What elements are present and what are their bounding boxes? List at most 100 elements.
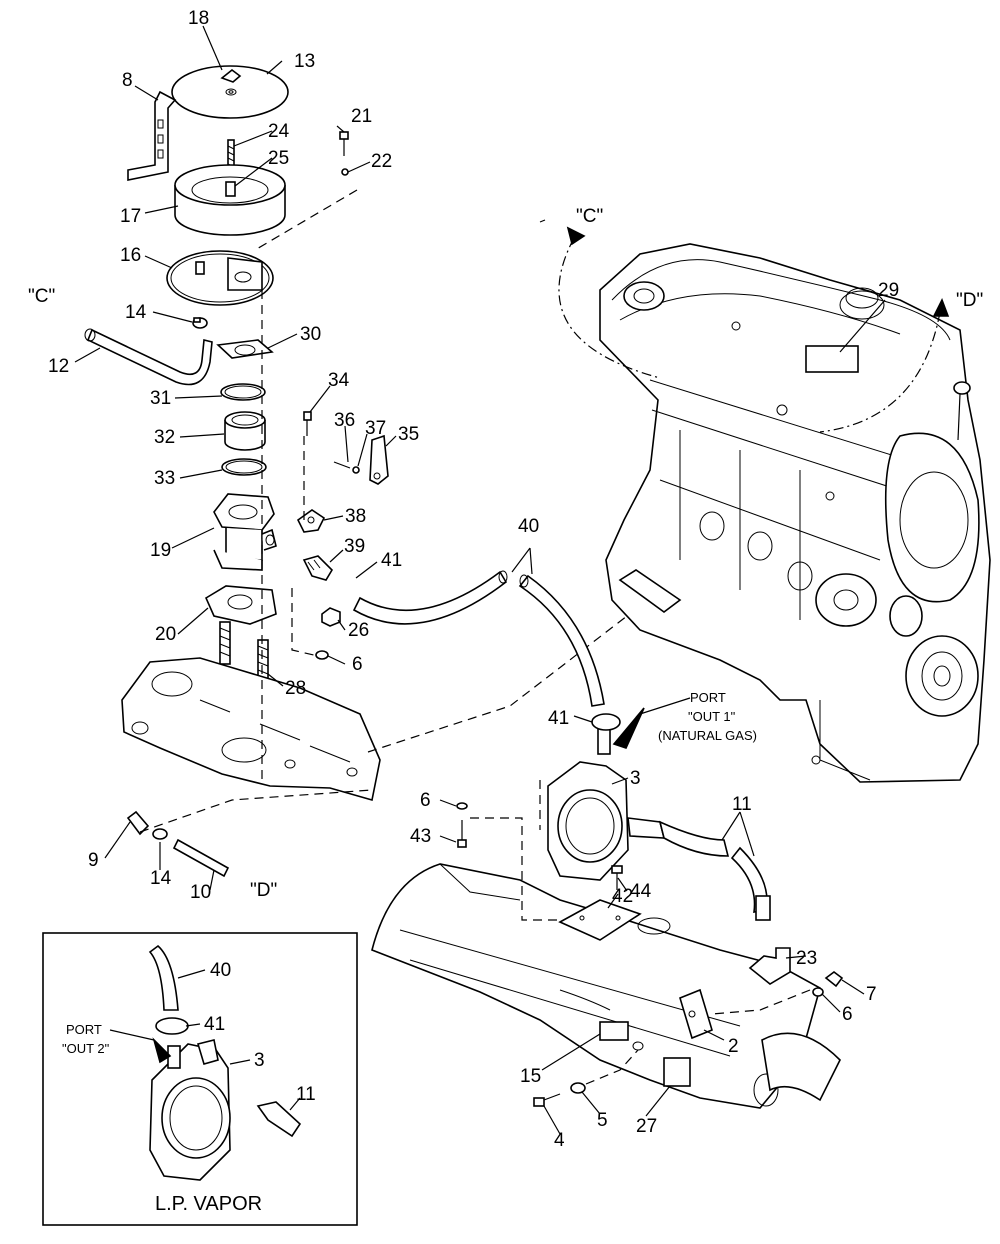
callout-25: 25 xyxy=(268,148,289,169)
callout-32: 32 xyxy=(154,427,175,448)
inset-clamp-41 xyxy=(155,1017,189,1035)
callout-22: 22 xyxy=(371,151,392,172)
callout-6a: 6 xyxy=(352,654,363,675)
hose-11 xyxy=(658,820,771,921)
fitting-39 xyxy=(302,555,334,581)
throttle-shaft-38 xyxy=(296,509,326,533)
callout-41a: 41 xyxy=(381,550,402,571)
callout-15: 15 xyxy=(520,1066,541,1087)
callout-28: 28 xyxy=(285,678,306,699)
bolt-4 xyxy=(533,1093,561,1107)
callout-11a: 11 xyxy=(732,794,752,815)
hose-10 xyxy=(172,838,230,878)
ref-c-left: "C" xyxy=(28,286,55,307)
callout-21: 21 xyxy=(351,106,372,127)
inset-hose-40 xyxy=(148,944,179,1011)
callout-2: 2 xyxy=(728,1036,739,1057)
bracket-2 xyxy=(679,988,713,1040)
screw-21 xyxy=(339,131,349,176)
mixer-body xyxy=(213,493,277,571)
callout-36: 36 xyxy=(334,410,355,431)
inset-fitting-11 xyxy=(256,1101,302,1138)
callout-17: 17 xyxy=(120,206,141,227)
callout-12: 12 xyxy=(48,356,69,377)
ref-d-left: "D" xyxy=(250,880,277,901)
callout-13: 13 xyxy=(294,51,315,72)
callout-40a: 40 xyxy=(518,516,539,537)
callout-3b: 3 xyxy=(254,1050,265,1071)
callout-18: 18 xyxy=(188,8,209,29)
callout-44: 44 xyxy=(630,881,652,902)
air-filter-element xyxy=(174,164,286,236)
elbow-23 xyxy=(748,947,791,985)
screw-34 xyxy=(303,411,312,436)
callout-34: 34 xyxy=(328,370,350,391)
callout-42: 42 xyxy=(612,886,633,907)
inset-vaporizer-3 xyxy=(149,1039,231,1181)
gasket-30 xyxy=(216,339,274,359)
vaporizer-3 xyxy=(547,723,666,881)
callout-3a: 3 xyxy=(630,768,641,789)
callout-41b: 41 xyxy=(548,708,569,729)
callout-37: 37 xyxy=(365,418,386,439)
hose-c xyxy=(84,328,213,386)
nut-26 xyxy=(321,607,341,627)
engine-block xyxy=(599,243,991,783)
callout-26: 26 xyxy=(348,620,369,641)
port1-line3: (NATURAL GAS) xyxy=(658,728,757,743)
callout-8: 8 xyxy=(122,70,133,91)
port2-line1: PORT xyxy=(66,1022,102,1037)
callout-20: 20 xyxy=(155,624,176,645)
washer-6a xyxy=(315,650,329,660)
o-ring-31 xyxy=(220,383,266,401)
mounting-bracket xyxy=(127,90,177,181)
air-cleaner-base xyxy=(166,250,274,306)
mounting-plate-42 xyxy=(558,899,642,941)
frame-crossmember xyxy=(371,863,841,1109)
port1-line2: "OUT 1" xyxy=(688,709,736,724)
callout-6b: 6 xyxy=(420,790,431,811)
clamp-41a xyxy=(591,713,621,731)
washer-5 xyxy=(570,1082,586,1094)
callout-41c: 41 xyxy=(204,1014,225,1035)
callout-30: 30 xyxy=(300,324,321,345)
adapter-32 xyxy=(224,411,266,451)
port1-line1: PORT xyxy=(690,690,726,705)
callout-14b: 14 xyxy=(150,868,172,889)
callout-19: 19 xyxy=(150,540,171,561)
bolt-43 xyxy=(456,802,468,848)
callout-39: 39 xyxy=(344,536,365,557)
ref-c-right: "C" xyxy=(576,206,603,227)
callout-10: 10 xyxy=(190,882,211,903)
callout-33: 33 xyxy=(154,468,175,489)
o-ring-33 xyxy=(221,458,267,476)
elbow-9 xyxy=(126,810,150,836)
callout-35: 35 xyxy=(398,424,419,445)
callout-31: 31 xyxy=(150,388,171,409)
washer-6c xyxy=(812,987,824,997)
callout-6c: 6 xyxy=(842,1004,853,1025)
callout-7: 7 xyxy=(866,984,877,1005)
callout-5: 5 xyxy=(597,1110,608,1131)
callout-27: 27 xyxy=(636,1116,657,1137)
callout-11b: 11 xyxy=(296,1084,316,1105)
callout-43: 43 xyxy=(410,826,431,847)
port2-line2: "OUT 2" xyxy=(62,1041,110,1056)
gasket-20 xyxy=(204,585,277,625)
callout-40b: 40 xyxy=(210,960,231,981)
callout-9: 9 xyxy=(88,850,99,871)
callout-4: 4 xyxy=(554,1130,565,1151)
hose-clamp xyxy=(192,317,208,329)
air-cleaner-cover xyxy=(171,65,289,119)
callout-29: 29 xyxy=(878,280,899,301)
inset-title: L.P. VAPOR xyxy=(155,1193,262,1215)
intake-manifold xyxy=(121,657,381,802)
screw-36-37 xyxy=(333,461,360,474)
throttle-lever-35 xyxy=(369,434,389,485)
nut-7 xyxy=(824,971,844,988)
hose-40 xyxy=(352,570,605,707)
callout-16: 16 xyxy=(120,245,141,266)
callout-14a: 14 xyxy=(125,302,147,323)
wing-nut xyxy=(220,68,242,83)
